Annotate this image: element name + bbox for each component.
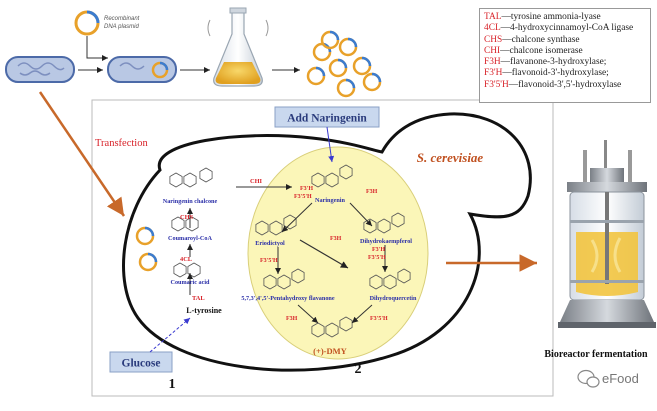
enzyme-chi: CHI [250, 178, 263, 185]
bacterium-2 [107, 56, 177, 83]
legend-row: F3H—flavanone-3-hydroxylase; [484, 57, 646, 68]
molecule-sketch [171, 216, 199, 232]
bioreactor-label: Bioreactor fermentation [544, 349, 648, 360]
plasmid-label-line2: DNA plasmid [104, 24, 139, 30]
plasmid-arrow [86, 36, 108, 61]
legend-desc: —flavonoid-3'-hydroxylase; [502, 68, 609, 79]
compound-eriodictyol: Eriodictyol [255, 240, 285, 247]
plasmid-ring [320, 30, 340, 50]
flask-icon [207, 7, 269, 87]
enzyme-right-mid-1: F3'H [372, 247, 385, 253]
legend-abbr: F3H [484, 57, 501, 68]
legend-abbr: TAL [484, 12, 502, 22]
cell-plasmid-2 [138, 252, 158, 272]
legend-abbr: F3'5'H [484, 79, 509, 90]
molecule-sketch [263, 268, 305, 290]
legend-row: 4CL—4-hydroxycinnamoyl-CoA ligase [484, 23, 646, 34]
compound-dihydrokaempferol: Dihydrokaempferol [360, 238, 412, 245]
legend-abbr: CHI [484, 45, 501, 56]
plasmid-label-line1: Recombinant [104, 16, 140, 22]
plasmid-ring [352, 56, 372, 76]
legend-desc: —chalcone isomerase [500, 45, 583, 56]
enzyme-left-mid: F3'5'H [260, 258, 278, 264]
plasmid-ring [306, 66, 326, 86]
compound-pentahydroxy-flavanone: 5,7,3',4',5'-Pentahydroxy flavanone [241, 295, 334, 302]
legend-abbr: 4CL [484, 23, 501, 34]
legend-row: F3'5'H—flavonoid-3',5'-hydroxylase [484, 80, 646, 91]
enzyme-chs: CHS [180, 214, 194, 221]
pathway-ellipse [247, 146, 429, 360]
molecule-structures [169, 164, 411, 338]
enzyme-bottom-right: F3'5'H [370, 316, 388, 322]
enzyme-f3h-topleft-1: F3'H [300, 186, 313, 192]
legend-desc: —tyrosine ammonia-lyase [501, 12, 601, 22]
molecule-sketch [169, 167, 213, 188]
glucose-arrow [149, 317, 191, 353]
legend-abbr: F3'H [484, 68, 503, 79]
plasmid-ring [362, 72, 382, 92]
bioreactor-icon [558, 140, 656, 328]
arrow-penta-dmy [297, 304, 319, 324]
section-number-2: 2 [355, 362, 362, 377]
plasmid-icon [74, 10, 100, 36]
glucose-label: Glucose [122, 358, 161, 370]
compound-naringenin: Naringenin [315, 197, 345, 204]
plasmid-ring [328, 58, 348, 78]
enzyme-4cl: 4CL [180, 256, 192, 263]
plasmid-ring [336, 78, 356, 98]
legend-desc: —flavanone-3-hydroxylase; [500, 57, 607, 68]
transfection-label: Transfection [95, 138, 148, 149]
compound-coumaric-acid: Coumaric acid [170, 279, 210, 286]
legend-abbr: CHS [484, 34, 503, 45]
enzyme-bottom-left: F3H [286, 316, 298, 322]
molecule-sketch [173, 262, 201, 278]
main-frame [91, 99, 554, 397]
arrow-nar-erio [281, 202, 313, 233]
compound-dmy: (+)-DMY [313, 346, 347, 356]
molecule-sketch [311, 164, 353, 188]
transfection-arrow [38, 91, 126, 217]
arrow-nar-dhk [349, 202, 373, 227]
compound-l-tyrosine: L-tyrosine [186, 306, 222, 315]
enzyme-f3h-topleft-2: F3'5'H [294, 194, 312, 200]
legend-row: TAL—tyrosine ammonia-lyase [484, 12, 646, 23]
glucose-box [109, 351, 173, 373]
section-number-1: 1 [169, 377, 176, 392]
legend-row: CHI—chalcone isomerase [484, 46, 646, 57]
enzyme-f3h-topright: F3H [366, 189, 378, 195]
plasmid-ring [338, 37, 358, 57]
compound-coumaroyl-coa: Coumaroyl-CoA [168, 235, 212, 242]
arrow-center-f3h [299, 239, 349, 269]
legend-desc: —4-hydroxycinnamoyl-CoA ligase [500, 23, 634, 34]
plasmid-cluster [306, 30, 382, 98]
organism-label: S. cerevisiae [417, 150, 484, 165]
watermark-text: eFood [602, 371, 639, 386]
legend-row: F3'H—flavonoid-3'-hydroxylase; [484, 68, 646, 79]
wechat-icon [577, 369, 600, 388]
enzyme-f3h-center: F3H [330, 236, 342, 242]
compound-naringenin-chalcone: Naringenin chalcone [163, 198, 218, 205]
bacterium-1 [5, 56, 75, 83]
add-naringenin-arrow [326, 126, 335, 163]
enzyme-right-mid-2: F3'5'H [368, 255, 386, 261]
legend-row: CHS—chalcone synthase [484, 35, 646, 46]
molecule-sketch [369, 268, 411, 290]
arrow-dhq-dmy [351, 304, 373, 324]
cell-plasmid-1 [135, 226, 155, 246]
enzyme-legend: TAL—tyrosine ammonia-lyase 4CL—4-hydroxy… [479, 8, 651, 103]
add-naringenin-label: Add Naringenin [287, 113, 367, 125]
legend-desc: —flavonoid-3',5'-hydroxylase [508, 79, 622, 90]
compound-dihydroquercetin: Dihydroquercetin [370, 295, 417, 302]
legend-desc: —chalcone synthase [502, 34, 580, 45]
yeast-cell-outline [122, 112, 532, 372]
molecule-sketch [363, 212, 405, 234]
enzyme-tal: TAL [192, 295, 205, 302]
